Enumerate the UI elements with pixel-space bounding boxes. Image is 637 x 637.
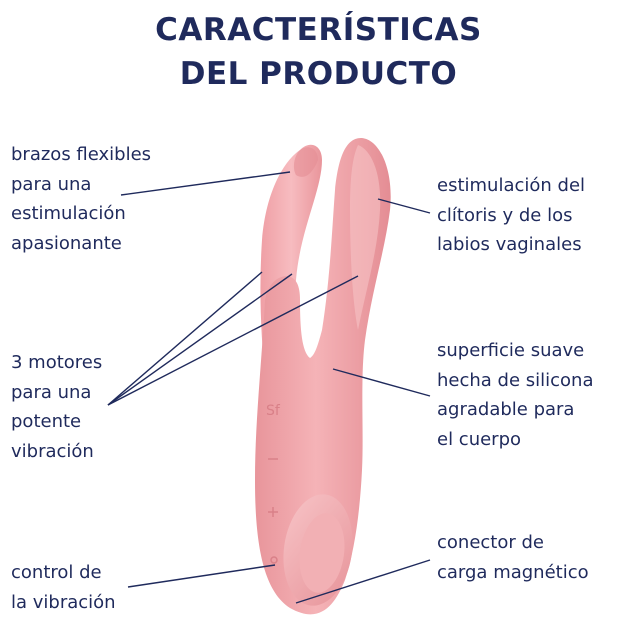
feature-text: estimulación del bbox=[437, 175, 586, 196]
leader-line-connector bbox=[295, 559, 431, 604]
magnetic-pad-inner bbox=[299, 513, 345, 593]
feature-text: agradable para bbox=[437, 399, 575, 420]
feature-text: control de bbox=[11, 562, 102, 583]
feature-text: clítoris y de los bbox=[437, 204, 573, 226]
feature-label-stimulation: estimulación del clítoris y de los labio… bbox=[437, 171, 585, 260]
feature-label-magnetic-connector: conector de carga magnético bbox=[437, 528, 589, 587]
feature-text: labios vaginales bbox=[437, 234, 582, 255]
feature-text: 3 motores bbox=[11, 352, 103, 373]
left-arm-shade bbox=[293, 147, 318, 177]
feature-text: vibración bbox=[11, 440, 94, 462]
leader-line-motor-1 bbox=[107, 271, 263, 406]
page-title-line-1: CARACTERÍSTICAS bbox=[155, 12, 482, 48]
feature-text: el cuerpo bbox=[437, 428, 522, 450]
feature-text: para una bbox=[11, 381, 92, 403]
feature-text: estimulación bbox=[11, 203, 126, 224]
leader-line-control bbox=[127, 564, 276, 588]
leader-line-motor-3 bbox=[107, 275, 359, 406]
feature-text: carga magnético bbox=[437, 561, 589, 583]
control-buttons: Sf bbox=[266, 403, 281, 564]
leader-line-motor-2 bbox=[107, 273, 293, 406]
feature-text: potente bbox=[11, 411, 82, 432]
right-arm-highlight bbox=[350, 145, 381, 330]
feature-text: para una bbox=[11, 173, 92, 195]
feature-text: superficie suave bbox=[437, 340, 585, 361]
feature-text: conector de bbox=[437, 532, 544, 553]
leader-line-stimulation bbox=[377, 198, 431, 214]
leader-line-arms bbox=[120, 171, 291, 196]
power-icon bbox=[270, 556, 278, 564]
plus-icon bbox=[268, 507, 278, 517]
leader-lines bbox=[107, 171, 431, 604]
feature-text: la vibración bbox=[11, 591, 116, 613]
feature-text: apasionante bbox=[11, 232, 122, 254]
feature-text: brazos flexibles bbox=[11, 144, 152, 165]
feature-label-surface: superficie suave hecha de silicona agrad… bbox=[437, 336, 594, 454]
feature-label-vibration-control: control de la vibración bbox=[11, 558, 116, 617]
feature-label-flexible-arms: brazos flexibles para una estimulación a… bbox=[11, 140, 151, 258]
feature-label-motors: 3 motores para una potente vibración bbox=[11, 348, 102, 466]
feature-text: hecha de silicona bbox=[437, 369, 594, 391]
page-title-line-2: DEL PRODUCTO bbox=[179, 56, 458, 92]
leader-line-surface bbox=[332, 368, 431, 397]
brand-logo-icon: Sf bbox=[266, 403, 281, 419]
